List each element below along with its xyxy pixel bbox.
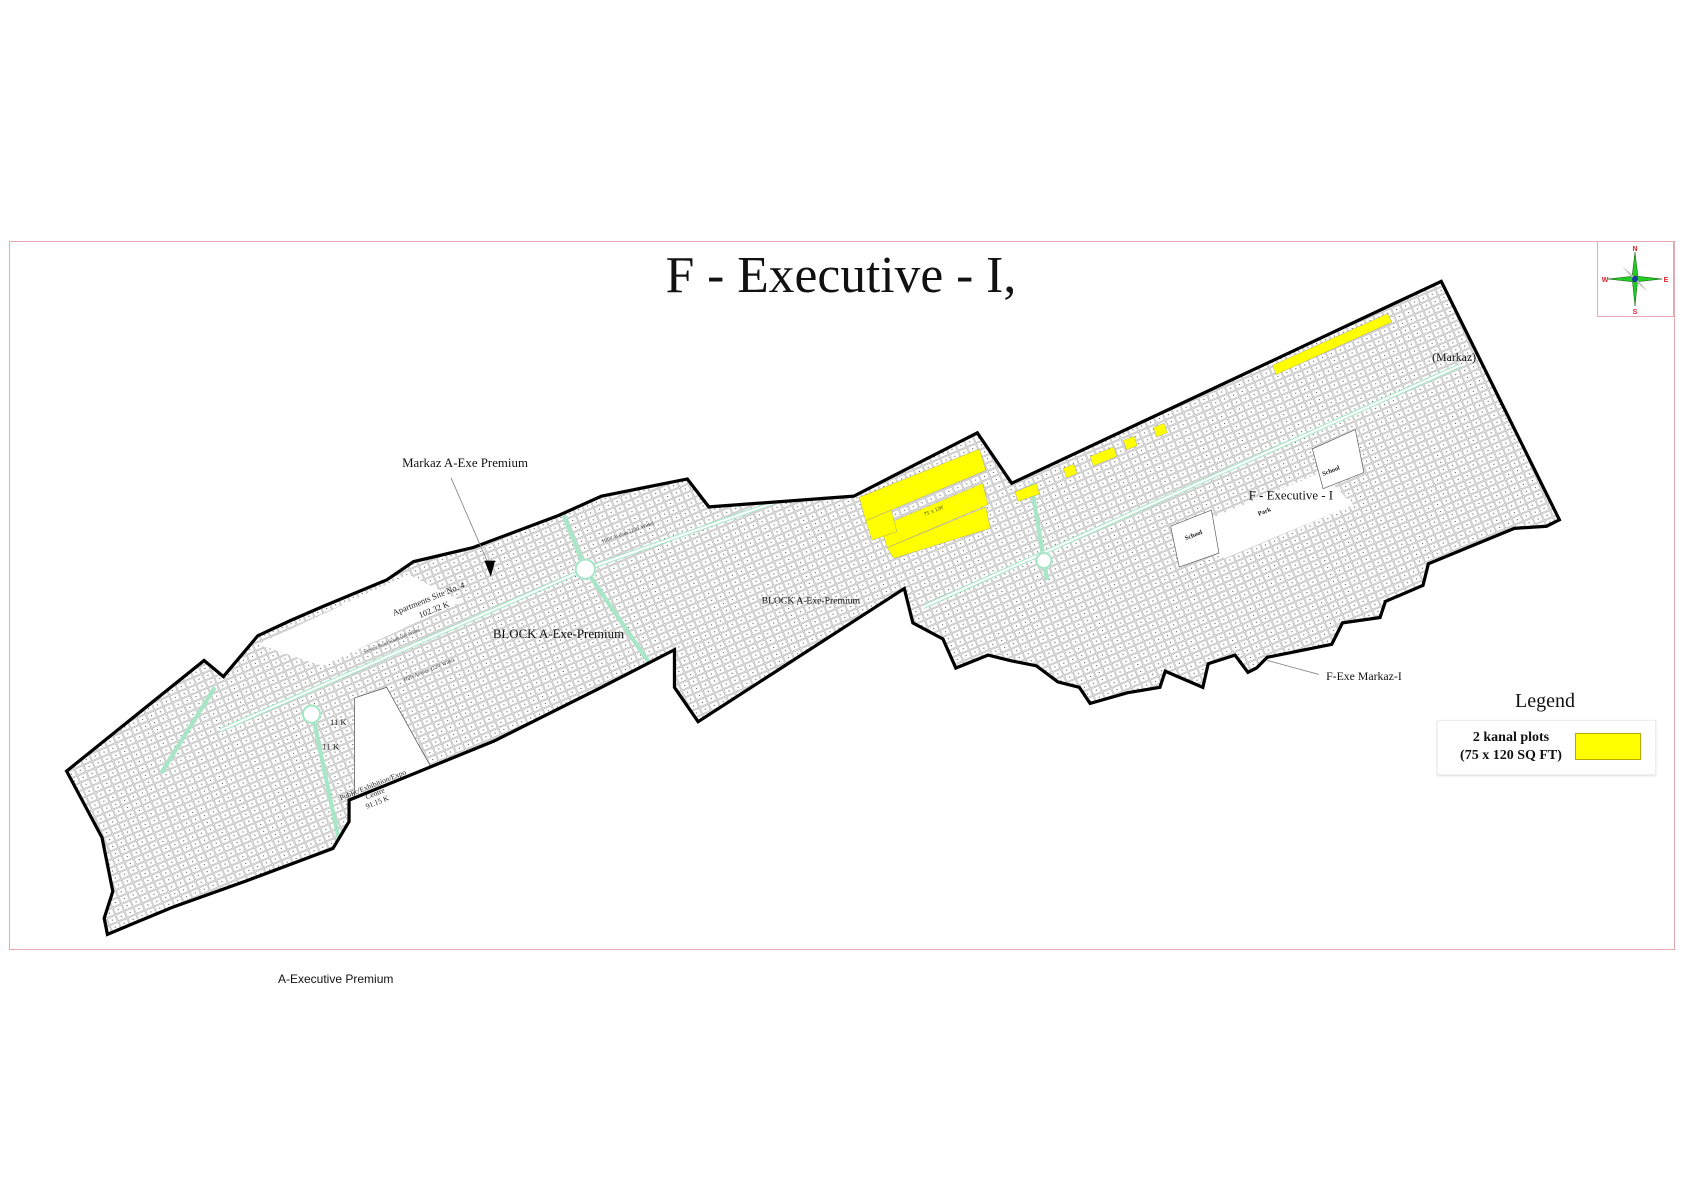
compass-s: S [1633, 309, 1638, 316]
legend-item-label: 2 kanal plots (75 x 120 SQ FT) [1446, 729, 1576, 765]
label-markaz: (Markaz) [1432, 350, 1476, 364]
map-title: F - Executive - I, [666, 247, 1017, 304]
roundabout [1035, 552, 1053, 570]
compass-n: N [1632, 246, 1637, 253]
label-block-a-exe-premium: BLOCK A-Exe-Premium [762, 596, 861, 607]
park-area [1192, 472, 1354, 559]
leader-line [450, 477, 491, 568]
compass-w: W [1602, 277, 1609, 284]
legend-item-line2: (75 x 120 SQ FT) [1460, 748, 1562, 763]
leader-line [1267, 660, 1319, 675]
apartments-site [257, 574, 462, 666]
roundabout [301, 704, 322, 724]
label-markaz-a-exe-premium: Markaz A-Exe Premium [402, 456, 528, 470]
compass-box: N S E W [1597, 241, 1674, 317]
map-frame [9, 241, 1675, 950]
compass-e: E [1664, 277, 1669, 284]
legend: 2 kanal plots (75 x 120 SQ FT) [1437, 720, 1656, 775]
label-park: Park [1257, 506, 1273, 518]
legend-swatch-yellow [1575, 733, 1641, 760]
school-site [1312, 429, 1365, 490]
legend-title: Legend [1515, 690, 1575, 712]
legend-item-line1: 2 kanal plots [1472, 730, 1550, 745]
label-f-exe-markaz-i: F-Exe Markaz-I [1326, 669, 1402, 683]
label-11k: 11 K [322, 742, 339, 752]
label-block-a-exe-premium: BLOCK A-Exe-Premium [493, 627, 624, 641]
plot-grid [66, 281, 1560, 935]
label-11k: 11 K [330, 717, 347, 727]
roundabout [574, 558, 597, 580]
label-f-executive-i: F - Executive - I [1249, 488, 1333, 502]
school-site [1170, 509, 1220, 568]
leader-arrow [484, 560, 496, 577]
two-kanal-plots [858, 313, 1393, 559]
footer-caption: A-Executive Premium [278, 972, 394, 986]
compass-rose-icon: N S E W [1602, 246, 1669, 316]
